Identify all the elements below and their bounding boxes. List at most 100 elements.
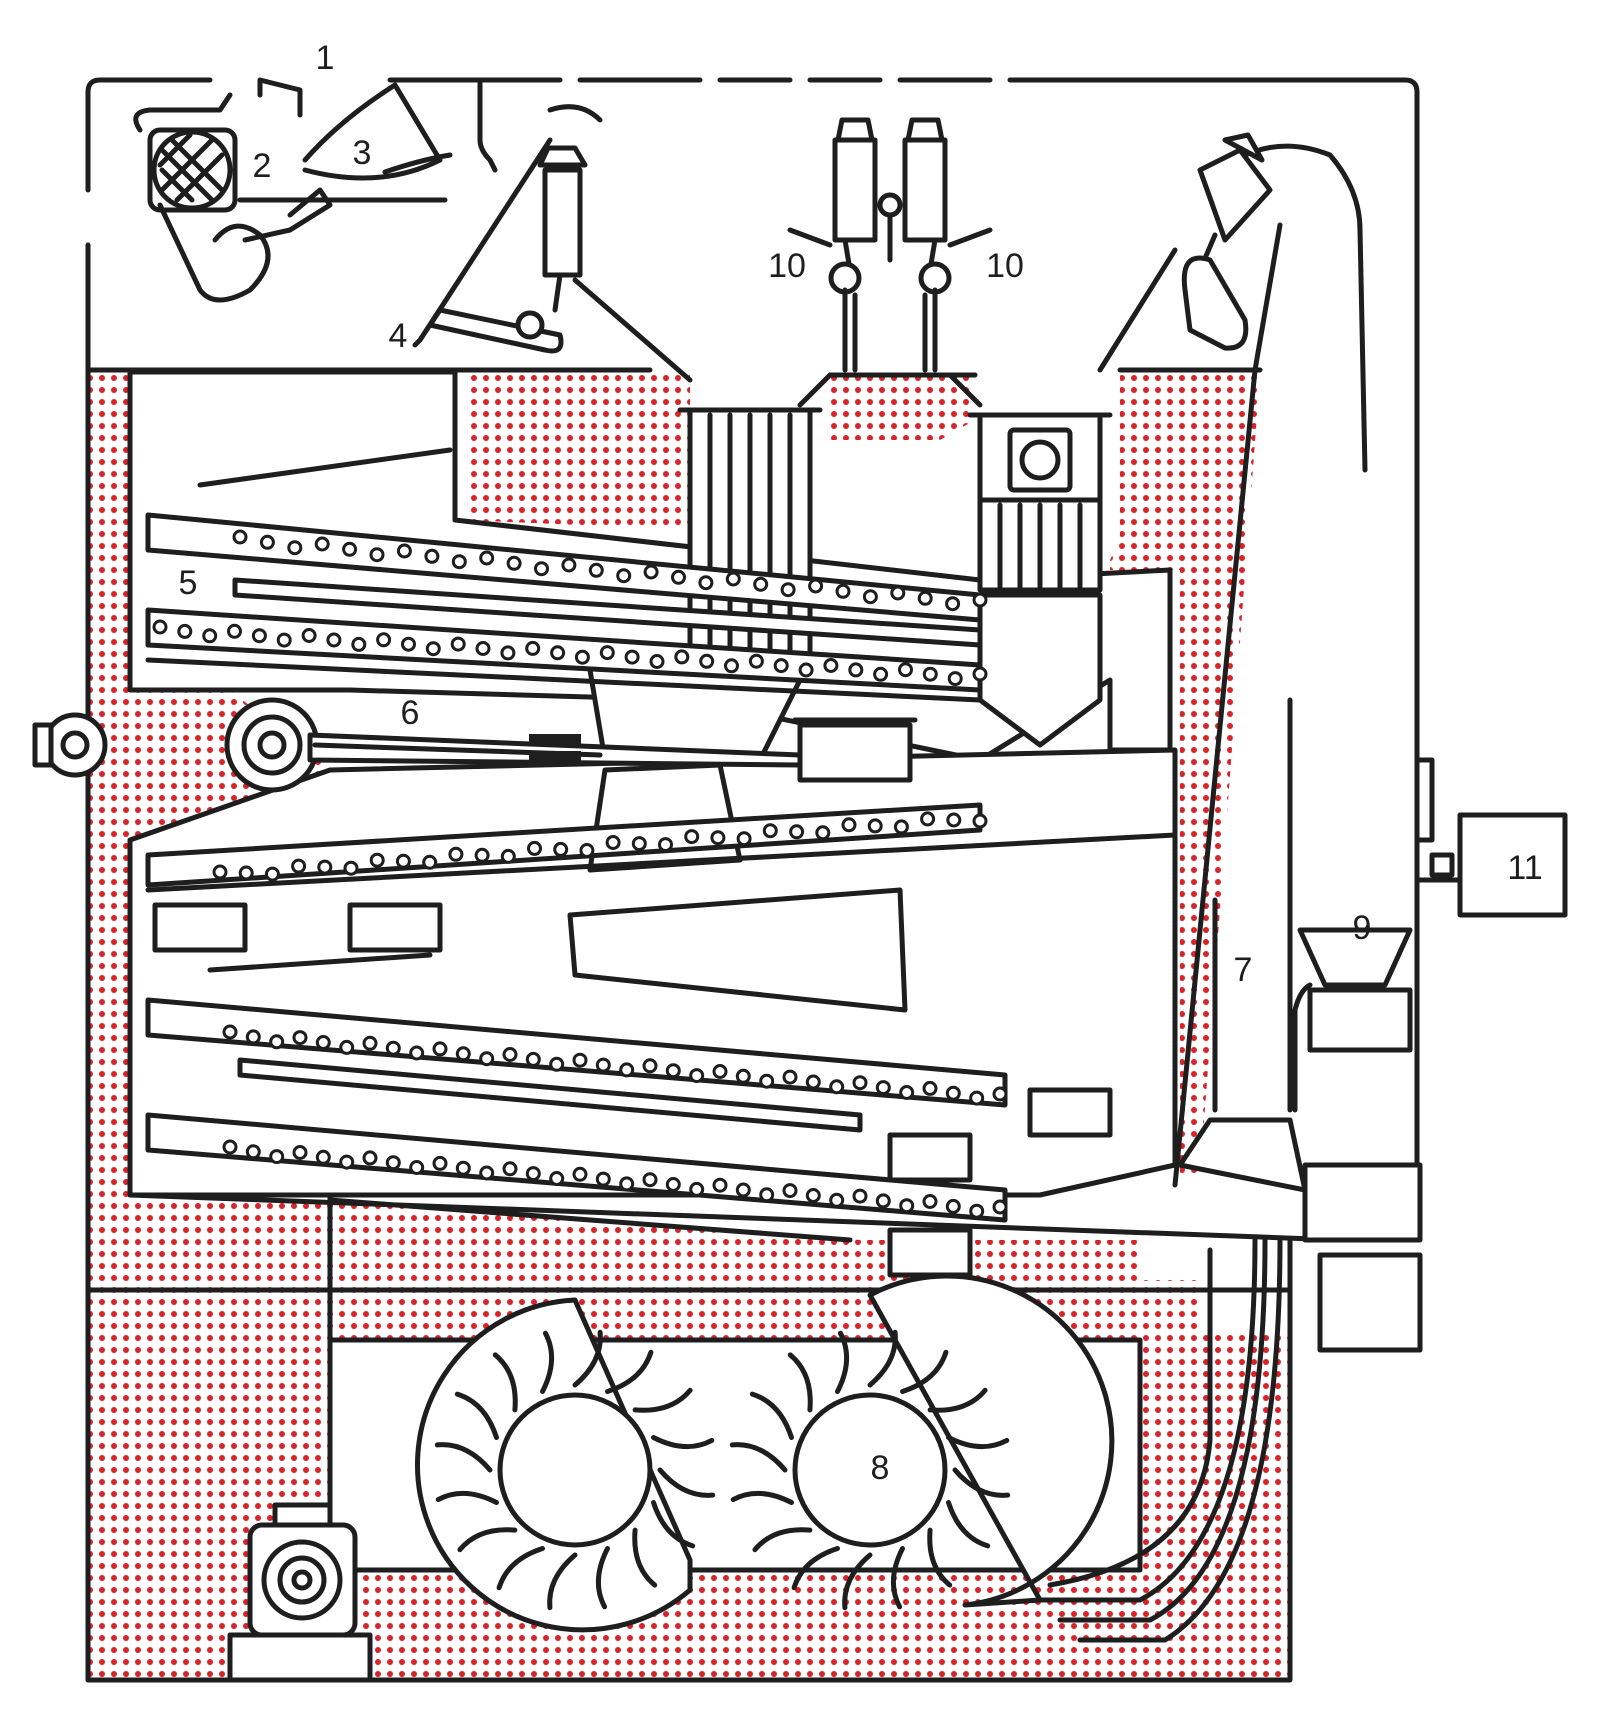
screen-hole <box>899 1198 915 1214</box>
screen-hole <box>339 1154 355 1170</box>
middle-baffle <box>207 952 433 973</box>
roller-arm <box>157 202 271 303</box>
label-4: 4 <box>389 317 408 355</box>
label-2: 2 <box>253 147 272 185</box>
screen-hole <box>245 1029 261 1045</box>
screen-hole <box>873 666 889 682</box>
fan-blade <box>952 1467 1011 1498</box>
fan-blade <box>492 1352 518 1413</box>
screen-hole <box>619 1062 635 1078</box>
actuator-right-cap <box>905 117 945 143</box>
frame-top-left <box>85 77 213 193</box>
screen-hole <box>829 1192 845 1208</box>
screen-hole <box>385 1040 401 1056</box>
screen-hole <box>969 1203 985 1219</box>
fan-blade <box>787 1352 813 1413</box>
screen-hole <box>899 1085 915 1100</box>
screen-hole <box>724 658 739 674</box>
screen-hole <box>773 658 789 674</box>
screen-hole <box>502 1047 518 1062</box>
screen-hole <box>735 1068 751 1084</box>
screen-hole <box>315 1035 331 1050</box>
screen-hole <box>631 836 647 852</box>
screen-hole <box>671 569 686 585</box>
fan-blade <box>890 1546 905 1610</box>
bottom-motor <box>227 1502 373 1683</box>
fan-blade <box>730 1490 794 1505</box>
screen-hole <box>525 1051 541 1067</box>
actuator-right <box>902 137 948 243</box>
screen-hole <box>841 817 857 833</box>
label-1: 1 <box>316 39 335 77</box>
screen-hole <box>665 1063 681 1079</box>
drum-right-top <box>967 412 1113 503</box>
center-hopper <box>797 372 983 408</box>
screen-hole <box>689 1181 705 1197</box>
right-aspirator <box>1097 132 1368 1188</box>
fan-blade <box>657 1467 716 1498</box>
screen-hole <box>238 865 254 881</box>
screen-hole <box>475 641 491 656</box>
roller-mesh <box>157 132 225 203</box>
fan-blade <box>434 1442 493 1473</box>
flap-pivot <box>515 310 545 340</box>
screen-hole <box>259 534 275 550</box>
external-pulley-mount <box>32 722 54 768</box>
screen-hole <box>972 592 988 608</box>
fan-blade <box>946 1435 1010 1450</box>
screen-hole <box>314 536 330 552</box>
screen-hole <box>343 860 359 876</box>
screen-hole <box>362 1035 378 1051</box>
screen-hole <box>922 1194 938 1209</box>
lift-channel-wall <box>1212 697 1293 1113</box>
screen-hole <box>269 1149 285 1165</box>
aspirator-hopper <box>1097 247 1178 373</box>
fan-blade <box>900 1349 949 1394</box>
screen-hole <box>875 1193 891 1209</box>
flap-cylinder <box>542 167 583 278</box>
rod-weight-upper <box>529 734 581 744</box>
intake-assembly <box>133 77 603 303</box>
screen-hole <box>852 1188 868 1204</box>
flap-hopper-right <box>572 277 693 383</box>
screen-hole <box>624 649 640 665</box>
screen-hole <box>805 1188 821 1203</box>
screen-hole <box>992 1086 1008 1102</box>
flap-assembly <box>412 137 693 383</box>
screen-hole <box>835 583 851 599</box>
fan-blade <box>842 1552 873 1611</box>
screen-hole <box>422 854 438 870</box>
fan-blade <box>651 1500 696 1549</box>
rod-weight-lower <box>529 751 581 761</box>
screen-hole <box>595 1171 611 1187</box>
screen-hole <box>301 628 317 643</box>
fan-blade <box>651 1435 715 1450</box>
screen-hole <box>549 1056 565 1072</box>
screen-hole <box>572 1052 588 1068</box>
label-3: 3 <box>353 134 372 172</box>
screen-hole <box>550 645 566 661</box>
bottom-motor-hub <box>291 1569 313 1591</box>
screen-hole <box>658 837 673 853</box>
screen-hole <box>525 640 541 656</box>
label-6: 6 <box>401 694 420 732</box>
top-channel <box>477 77 603 173</box>
fan-blade <box>605 1349 654 1394</box>
screen-hole <box>684 829 700 845</box>
label-8: 8 <box>871 1449 890 1487</box>
screen-hole <box>479 1165 495 1181</box>
screen-hole <box>698 575 714 591</box>
fan-outlet-duct <box>1037 1237 1283 1643</box>
screen-hole <box>605 835 621 850</box>
fan-blade <box>867 1329 898 1388</box>
screen-hole <box>572 1166 588 1182</box>
label-9: 9 <box>1353 909 1372 947</box>
screen-hole <box>212 864 228 880</box>
screen-hole <box>710 830 726 846</box>
fan-blade <box>454 1391 499 1440</box>
intake-baffle <box>302 82 443 181</box>
screen-hole <box>712 1177 728 1193</box>
screen-hole <box>920 811 936 827</box>
screen-hole <box>762 823 778 839</box>
drive-coupler <box>797 722 913 783</box>
